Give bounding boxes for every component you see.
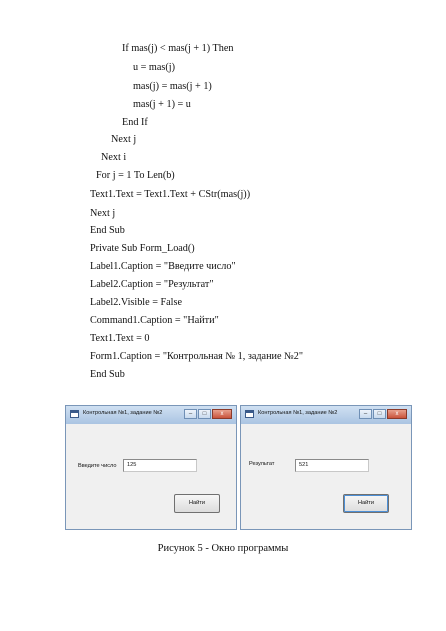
code-line: Label1.Caption = "Введите число" — [90, 261, 236, 272]
minimize-icon[interactable]: – — [184, 409, 197, 419]
code-line: Label2.Visible = False — [90, 297, 182, 308]
code-line: End Sub — [90, 225, 125, 236]
form-client-area: Результат 521 Найти — [244, 424, 408, 526]
form-client-area: Введите число 125 Найти — [69, 424, 233, 526]
code-line: Text1.Text = Text1.Text + CStr(mas(j)) — [90, 189, 251, 200]
code-line: Command1.Caption = "Найти" — [90, 315, 219, 326]
app-icon — [245, 410, 254, 418]
close-icon[interactable]: x — [387, 409, 407, 419]
result-input[interactable]: 521 — [295, 459, 369, 472]
minimize-icon[interactable]: – — [359, 409, 372, 419]
code-line: mas(j) = mas(j + 1) — [133, 81, 212, 92]
code-line: u = mas(j) — [133, 62, 175, 73]
window-controls: – □ x — [358, 409, 407, 420]
code-line: Next i — [101, 152, 127, 163]
close-icon[interactable]: x — [212, 409, 232, 419]
code-line: Next j — [90, 208, 116, 219]
window-controls: – □ x — [183, 409, 232, 420]
code-line: End Sub — [90, 369, 125, 380]
find-button[interactable]: Найти — [343, 494, 389, 513]
maximize-icon[interactable]: □ — [373, 409, 386, 419]
window-title: Контрольная №1, задание №2 — [258, 410, 338, 416]
title-bar[interactable]: Контрольная №1, задание №2 – □ x — [66, 406, 236, 424]
number-label: Введите число — [78, 463, 117, 469]
form-window-result: Контрольная №1, задание №2 – □ x Результ… — [240, 405, 412, 530]
maximize-icon[interactable]: □ — [198, 409, 211, 419]
form-window-input: Контрольная №1, задание №2 – □ x Введите… — [65, 405, 237, 530]
app-icon — [70, 410, 79, 418]
code-line: Form1.Caption = "Контрольная № 1, задани… — [90, 351, 304, 362]
result-label: Результат — [249, 461, 275, 467]
code-line: If mas(j) < mas(j + 1) Then — [122, 43, 234, 54]
figure-caption: Рисунок 5 - Окно программы — [157, 543, 289, 554]
code-line: Private Sub Form_Load() — [90, 243, 195, 254]
window-title: Контрольная №1, задание №2 — [83, 410, 163, 416]
code-line: Next j — [111, 134, 137, 145]
code-line: Label2.Caption = "Результат" — [90, 279, 214, 290]
code-line: End If — [122, 117, 148, 128]
title-bar[interactable]: Контрольная №1, задание №2 – □ x — [241, 406, 411, 424]
number-input[interactable]: 125 — [123, 459, 197, 472]
code-line: Text1.Text = 0 — [90, 333, 150, 344]
code-line: For j = 1 To Len(b) — [96, 170, 175, 181]
find-button[interactable]: Найти — [174, 494, 220, 513]
code-line: mas(j + 1) = u — [133, 99, 191, 110]
